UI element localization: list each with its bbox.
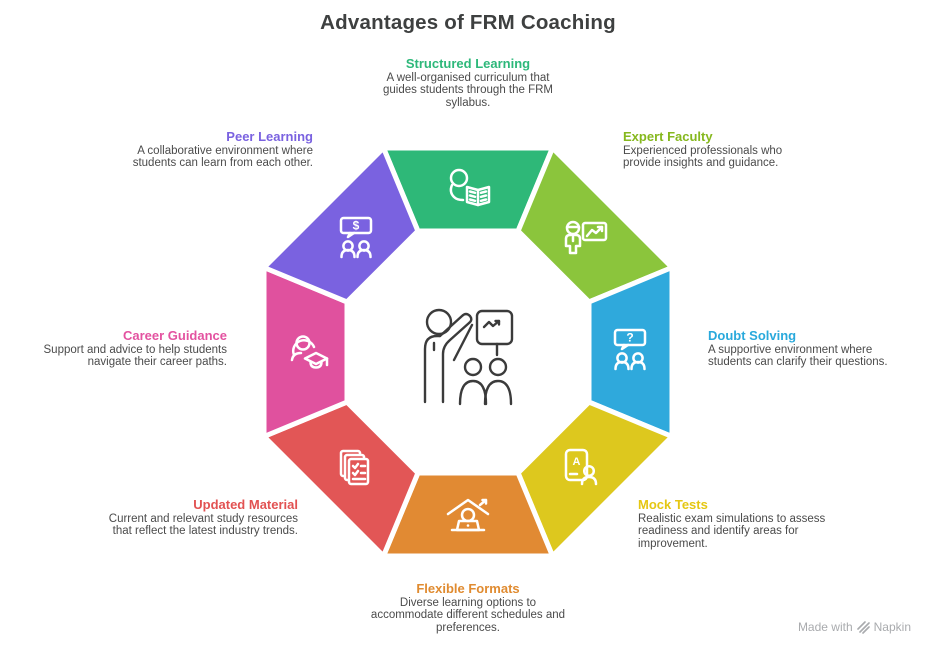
callout-doubt-solving: Doubt Solving A supportive environment w…	[708, 329, 898, 369]
callout-flexible-formats: Flexible Formats Diverse learning option…	[370, 582, 566, 634]
callout-description: Current and relevant study resources tha…	[108, 513, 298, 538]
question-mark-glyph: ?	[626, 331, 633, 345]
dollar-bubble-people-icon: $	[339, 216, 373, 259]
person-reading-book-icon	[449, 168, 491, 207]
callout-peer-learning: Peer Learning A collaborative environmen…	[121, 130, 313, 170]
callout-mock-tests: Mock Tests Realistic exam simulations to…	[638, 498, 834, 550]
callout-title: Doubt Solving	[708, 328, 797, 343]
home-laptop-learning-icon	[446, 498, 490, 532]
callout-title: Expert Faculty	[623, 129, 713, 144]
checklist-documents-icon	[339, 449, 370, 486]
callout-title: Flexible Formats	[416, 581, 520, 596]
callout-description: Realistic exam simulations to assess rea…	[638, 513, 826, 550]
callout-title: Career Guidance	[122, 328, 227, 343]
watermark: Made with Napkin	[798, 620, 911, 634]
napkin-logo-icon	[856, 620, 870, 634]
callout-expert-faculty: Expert Faculty Experienced professionals…	[623, 130, 808, 170]
graduate-person-icon	[290, 335, 329, 369]
dollar-glyph: $	[353, 219, 360, 233]
callout-title: Structured Learning	[405, 56, 531, 71]
grade-a-glyph: A	[573, 456, 581, 468]
exam-card-person-icon: A	[564, 448, 598, 486]
coach-presentation-icon	[423, 308, 514, 406]
presenter-with-chart-icon	[564, 220, 608, 255]
page-title: Advantages of FRM Coaching	[320, 11, 616, 34]
callout-title: Mock Tests	[638, 497, 708, 512]
callout-description: A well-organised curriculum that guides …	[382, 72, 554, 109]
callout-description: Experienced professionals who provide in…	[623, 145, 783, 170]
watermark-brand: Napkin	[873, 620, 911, 634]
callout-title: Peer Learning	[226, 129, 313, 144]
octagon-ring	[261, 145, 675, 559]
watermark-made-with: Made with	[797, 620, 853, 634]
callout-career-guidance: Career Guidance Support and advice to he…	[30, 328, 228, 369]
callout-description: Support and advice to help students navi…	[43, 344, 228, 369]
callout-title: Updated Material	[193, 497, 298, 512]
callout-description: A collaborative environment where studen…	[132, 145, 313, 170]
question-bubble-people-icon: ?	[613, 328, 647, 371]
callout-structured-learning: Structured Learning A well-organised cur…	[372, 57, 564, 109]
callout-description: Diverse learning options to accommodate …	[370, 597, 566, 634]
callout-updated-material: Updated Material Current and relevant st…	[94, 498, 298, 538]
callout-description: A supportive environment where students …	[708, 344, 888, 369]
